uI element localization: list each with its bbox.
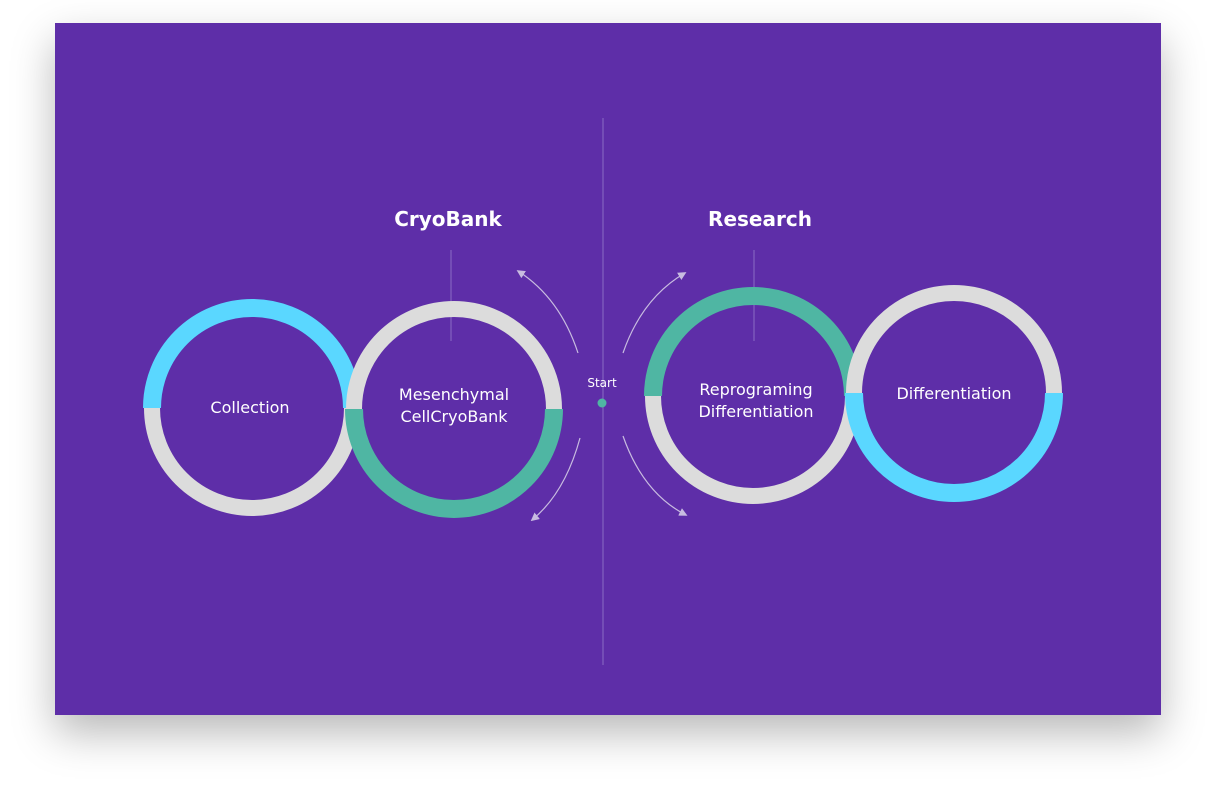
arrow-up-right: [622, 272, 687, 354]
arrow-up-left: [516, 270, 579, 354]
arrow-down-left: [530, 437, 581, 522]
circle-mesenchymal-label-line2: CellCryoBank: [400, 407, 508, 426]
circle-collection-accent: [143, 299, 361, 409]
process-diagram: Collection Mesenchymal CellCryoBank Repr…: [143, 118, 1063, 665]
circle-reprograming: Reprograming Differentiation: [644, 287, 862, 504]
circle-differentiation-accent: [845, 392, 1063, 502]
circle-reprograming-label-line2: Differentiation: [698, 402, 813, 421]
circle-differentiation-label: Differentiation: [896, 384, 1011, 403]
group-title-research: Research: [708, 207, 812, 231]
arrow-down-right: [622, 435, 688, 516]
circle-reprograming-accent: [644, 287, 862, 397]
circle-collection-label: Collection: [210, 398, 289, 417]
circle-collection: Collection: [143, 299, 361, 516]
start-label: Start: [587, 376, 617, 390]
group-title-cryobank: CryoBank: [394, 207, 502, 231]
circle-mesenchymal: Mesenchymal CellCryoBank: [345, 301, 563, 518]
circle-mesenchymal-accent: [345, 408, 563, 518]
start-dot: [597, 398, 607, 408]
circle-reprograming-label-line1: Reprograming: [699, 380, 812, 399]
diagram-slide: Collection Mesenchymal CellCryoBank Repr…: [55, 23, 1161, 715]
circle-differentiation: Differentiation: [845, 285, 1063, 502]
circle-mesenchymal-label-line1: Mesenchymal: [399, 385, 509, 404]
